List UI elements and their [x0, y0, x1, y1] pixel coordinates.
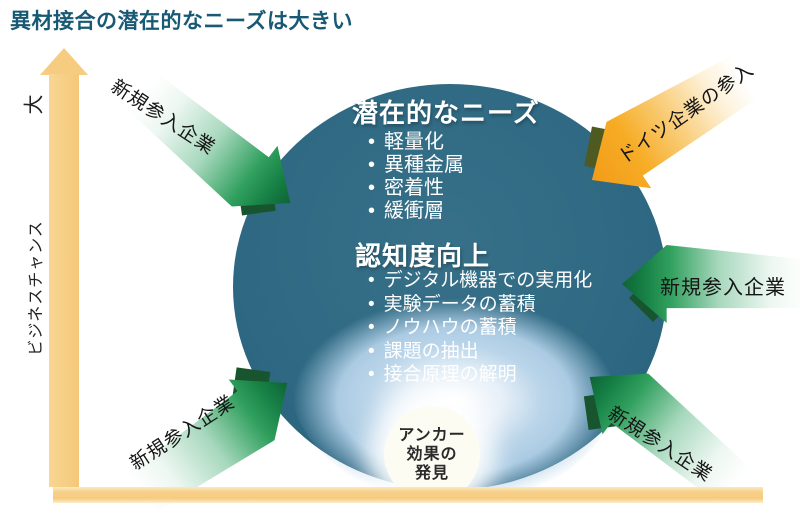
- needs-item: 密着性: [368, 177, 464, 200]
- arrow-body: [119, 61, 313, 234]
- needs-item: 軽量化: [368, 131, 464, 154]
- awareness-heading: 認知度向上: [355, 241, 491, 271]
- arrow-top-left: [119, 61, 313, 234]
- anchor-effect-line: 効果の: [406, 445, 458, 463]
- anchor-effect-line: アンカー: [398, 426, 466, 444]
- awareness-item: 実験データの蓄積: [368, 293, 592, 317]
- arrow-label-right: 新規参入企業: [660, 277, 786, 299]
- needs-heading: 潜在的なニーズ: [352, 98, 540, 128]
- needs-item: 緩衝層: [368, 200, 464, 223]
- anchor-effect-circle: アンカー 効果の 発見: [384, 406, 480, 502]
- anchor-effect-line: 発見: [414, 464, 449, 482]
- needs-item: 異種金属: [368, 154, 464, 177]
- awareness-list: デジタル機器での実用化 実験データの蓄積 ノウハウの蓄積 課題の抽出 接合原理の…: [368, 269, 593, 387]
- y-axis-bar: [49, 74, 79, 487]
- needs-list: 軽量化 異種金属 密着性 緩衝層: [368, 131, 464, 223]
- x-axis-bar: [53, 487, 763, 503]
- y-axis-arrowhead-icon: [40, 48, 88, 75]
- y-axis-label: ビジネスチャンス: [28, 220, 45, 356]
- awareness-item: 接合原理の解明: [368, 363, 592, 387]
- page-title: 異材接合の潜在的なニーズは大きい: [10, 10, 353, 33]
- awareness-item: 課題の抽出: [368, 340, 592, 364]
- awareness-item: デジタル機器での実用化: [368, 269, 593, 293]
- awareness-item: ノウハウの蓄積: [368, 316, 592, 340]
- y-axis-top-label: 大: [23, 94, 46, 115]
